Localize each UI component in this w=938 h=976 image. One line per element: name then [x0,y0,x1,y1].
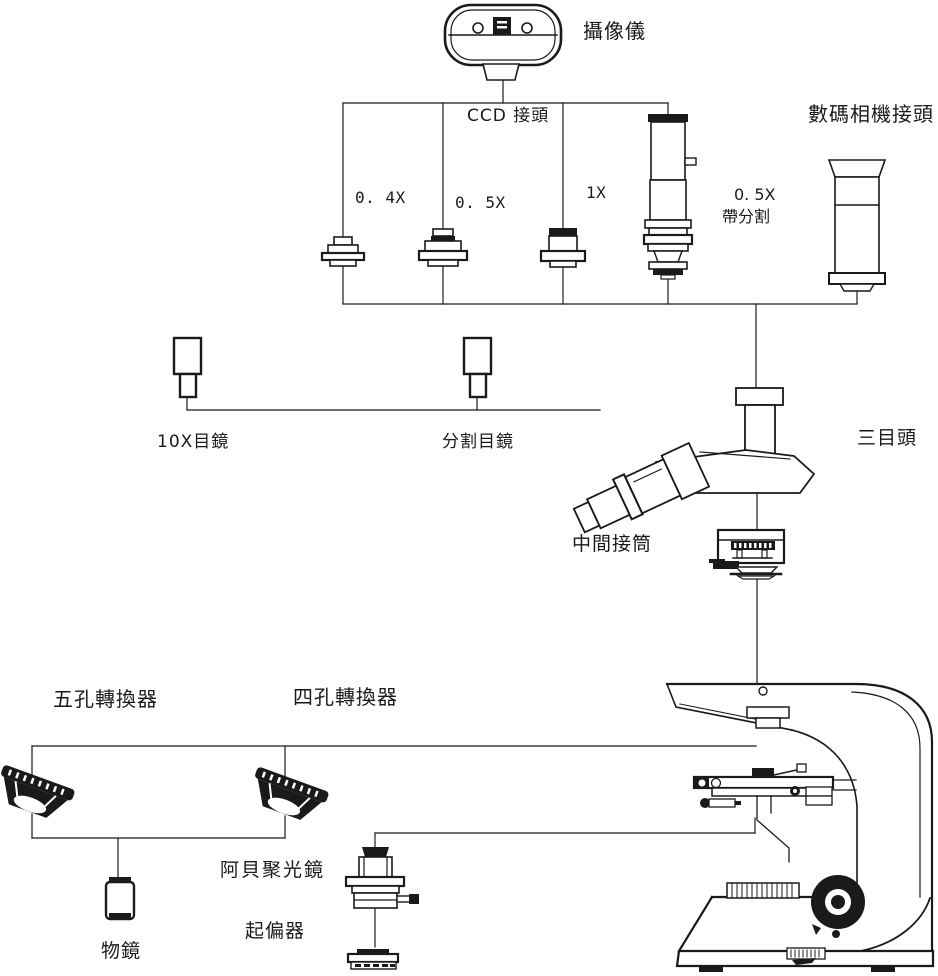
label-abbe-condenser: 阿貝聚光鏡 [220,859,326,881]
digital-camera-adapter-drawing [827,159,887,292]
adapter-05x-drawing [417,228,469,267]
label-nosepiece-four: 四孔轉換器 [293,685,398,709]
label-trinocular-head: 三目頭 [857,427,918,449]
label-nosepiece-five: 五孔轉換器 [53,687,158,711]
polarizer-drawing [346,949,400,970]
label-adapter-05x-split-line1: 0. 5X [734,185,776,204]
adapter-1x-drawing [539,228,587,268]
connector-lines [31,79,858,948]
intermediate-tube-drawing [709,528,786,580]
nosepiece-five-drawing [1,765,75,818]
trinocular-head-drawing [572,387,816,534]
abbe-condenser-drawing [344,847,419,909]
label-adapter-04x: 0. 4X [355,188,406,207]
nosepiece-four-drawing [255,767,329,820]
label-camera: 攝像儀 [583,19,646,43]
label-polarizer: 起偏器 [245,920,306,942]
label-adapter-1x: 1X [586,183,607,202]
label-intermediate-tube: 中間接筒 [572,533,653,555]
eyepiece-10x-drawing [172,336,203,399]
adapter-05x-split-drawing [642,114,697,280]
base-drawing [675,875,935,972]
label-objective: 物鏡 [101,940,142,962]
objective-drawing [104,877,136,921]
label-eyepiece-split: 分割目鏡 [442,432,514,452]
camera-drawing [443,3,563,81]
label-adapter-05x: 0. 5X [455,193,506,212]
label-digital-camera-adapter: 數碼相機接頭 [808,102,934,126]
eyepiece-split-drawing [462,336,493,399]
label-ccd-adapter: CCD 接頭 [467,106,550,126]
label-eyepiece-10x: 10X目鏡 [157,432,230,452]
adapter-04x-drawing [320,236,366,267]
stage-drawing [692,763,857,863]
label-adapter-05x-split-line2: 帶分割 [722,207,771,226]
microscope-body-drawing [665,682,935,972]
label-adapter-05x-split: 0. 5X 帶分割 [722,184,776,228]
